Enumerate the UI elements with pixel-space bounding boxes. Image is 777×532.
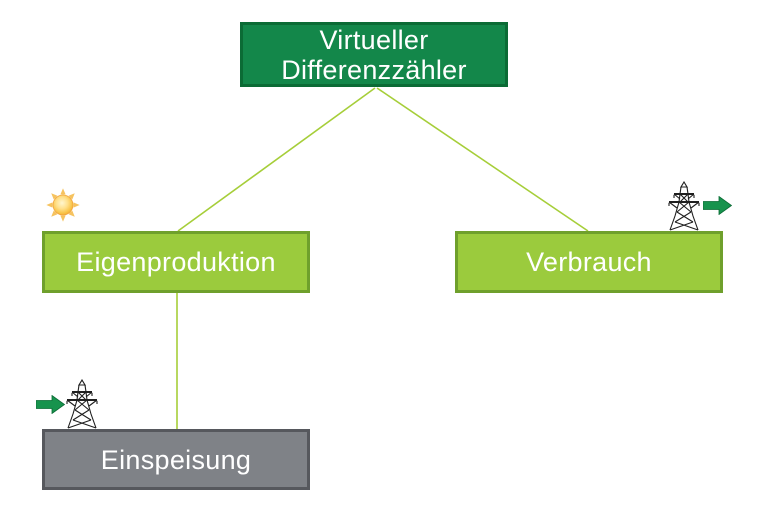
node-label: Einspeisung xyxy=(100,444,252,475)
node-label: Eigenproduktion xyxy=(76,247,276,277)
node-label: Virtueller Differenzzähler xyxy=(281,24,467,85)
node-virtueller-differenzzaehler: Virtueller Differenzzähler xyxy=(240,22,508,87)
sun-icon xyxy=(46,188,80,222)
power-tower-icon xyxy=(668,181,700,231)
node-einspeisung: Einspeisung xyxy=(42,429,310,490)
edge-root-verbrauch xyxy=(376,87,589,232)
node-eigenproduktion: Eigenproduktion xyxy=(42,231,310,293)
power-tower-icon xyxy=(66,379,98,429)
edge-root-eigenproduktion xyxy=(177,87,376,232)
arrow-right-icon xyxy=(703,196,732,215)
node-verbrauch: Verbrauch xyxy=(455,231,723,293)
node-label: Verbrauch xyxy=(526,247,652,277)
arrow-right-icon xyxy=(36,395,65,414)
